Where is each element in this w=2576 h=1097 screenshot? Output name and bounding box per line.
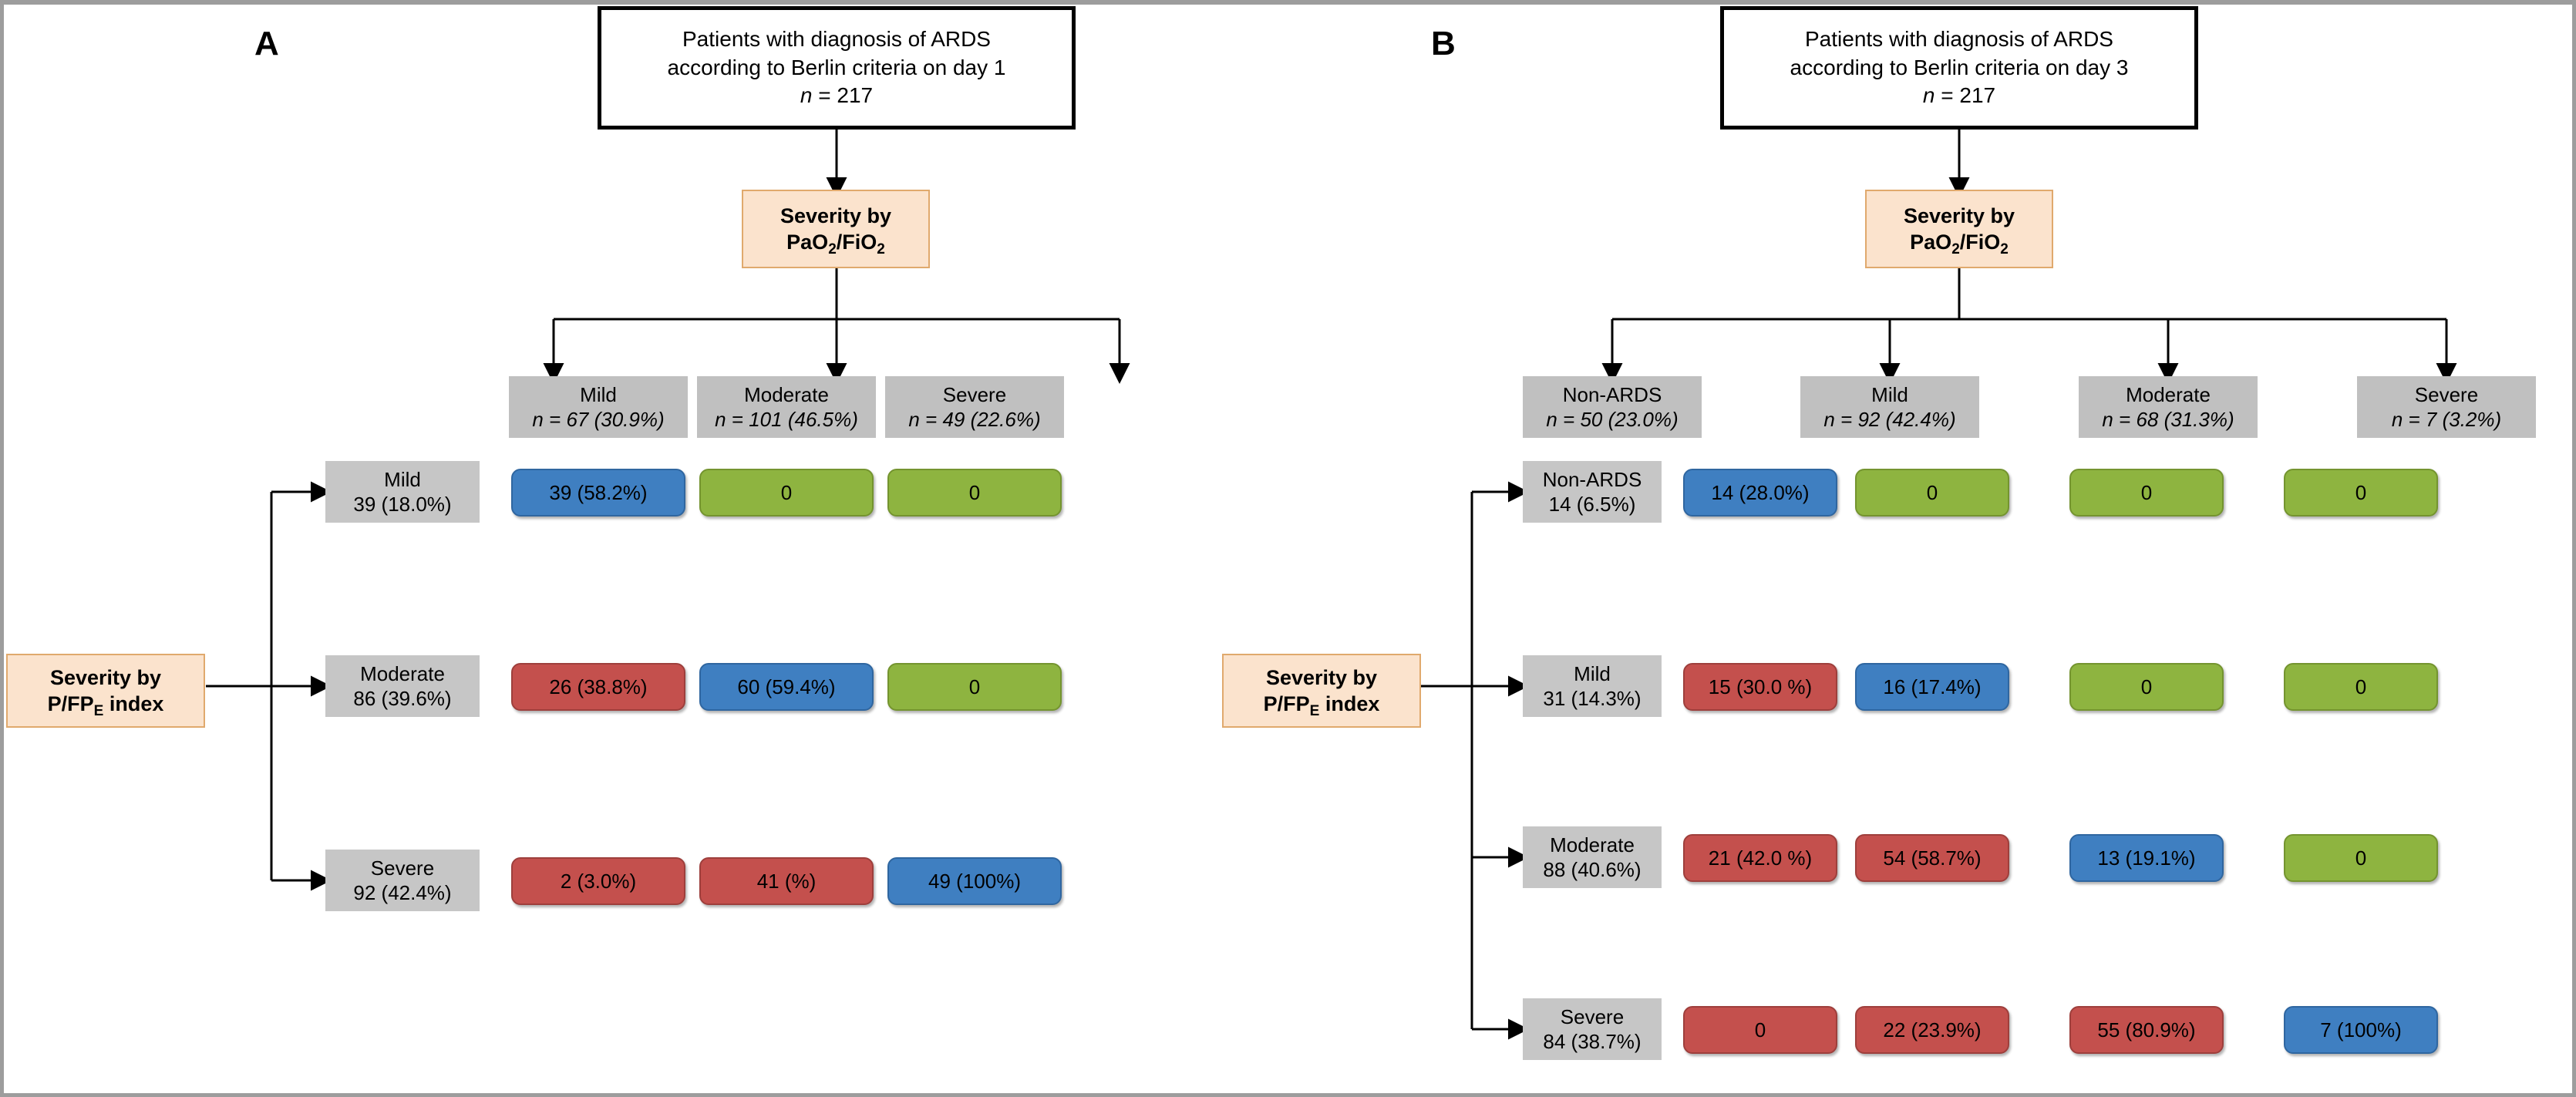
panel-b-cell-1-2[interactable]: 0 [2069, 663, 2224, 711]
panel-a-col2-n: n = 49 (22.6%) [908, 408, 1041, 431]
panel-a-severity-pfpe-box: Severity by P/FPE index [6, 654, 205, 728]
panel-a-cell-1-1[interactable]: 60 (59.4%) [699, 663, 874, 711]
panel-b-row2-name: Moderate [1550, 833, 1635, 856]
right-rule [2572, 0, 2576, 1097]
panel-b-column-header-2: Moderate n = 68 (31.3%) [2079, 376, 2258, 438]
panel-b-top-n: n = 217 [1922, 83, 1996, 108]
panel-a-row2-name: Severe [370, 856, 435, 880]
panel-a-cell-0-0[interactable]: 39 (58.2%) [511, 469, 685, 517]
panel-a-severity-pfpe-line1: Severity by [49, 665, 162, 689]
panel-b-top-box: Patients with diagnosis of ARDS accordin… [1720, 6, 2198, 130]
panel-b-cell-0-0[interactable]: 14 (28.0%) [1683, 469, 1837, 517]
panel-b-cell-0-3[interactable]: 0 [2284, 469, 2438, 517]
panel-a-connectors [206, 130, 1130, 891]
panel-a: A Patients with diagnosis of ARDS accord… [6, 6, 1130, 911]
panel-b-severity-pfpe-line1: Severity by [1265, 665, 1378, 689]
panel-a-row1-n: 86 (39.6%) [353, 687, 452, 710]
panel-a-top-box: Patients with diagnosis of ARDS accordin… [598, 6, 1076, 130]
panel-b-cell-1-1[interactable]: 16 (17.4%) [1855, 663, 2009, 711]
panel-b-col1-name: Mild [1871, 382, 1908, 406]
panel-a-cell-2-1[interactable]: 41 (%) [699, 857, 874, 905]
panel-b-cell-1-0[interactable]: 15 (30.0 %) [1683, 663, 1837, 711]
bottom-rule [0, 1093, 2576, 1097]
panel-b-column-header-0: Non-ARDS n = 50 (23.0%) [1523, 376, 1702, 438]
panel-b-cell-3-0[interactable]: 0 [1683, 1006, 1837, 1054]
panel-b-top-line2: according to Berlin criteria on day 3 [1790, 55, 2129, 79]
panel-b-column-header-1: Mild n = 92 (42.4%) [1800, 376, 1979, 438]
panel-b-severity-pfpe-box: Severity by P/FPE index [1222, 654, 1421, 728]
top-rule [0, 0, 2576, 5]
panel-a-top-n: n = 217 [800, 83, 874, 108]
panel-b-cell-3-1[interactable]: 22 (23.9%) [1855, 1006, 2009, 1054]
panel-a-cell-0-1[interactable]: 0 [699, 469, 874, 517]
panel-b-severity-pf-line2: PaO2/FiO2 [1910, 231, 2009, 257]
left-rule [0, 0, 4, 1097]
panel-b-col0-n: n = 50 (23.0%) [1546, 408, 1679, 431]
panel-b-severity-pfpe-line2: P/FPE index [1263, 692, 1380, 719]
panel-a-top-line1: Patients with diagnosis of ARDS [682, 26, 991, 51]
panel-b-row0-name: Non-ARDS [1542, 467, 1642, 491]
panel-b-col2-name: Moderate [2126, 382, 2211, 406]
panel-b-row-label-1: Mild 31 (14.3%) [1523, 655, 1662, 717]
panel-a-row-label-1: Moderate 86 (39.6%) [325, 655, 480, 717]
panel-a-letter: A [254, 25, 279, 62]
panel-b-letter: B [1431, 25, 1456, 62]
panel-a-col2-name: Severe [942, 382, 1007, 406]
panel-b-col0-name: Non-ARDS [1562, 382, 1662, 406]
panel-b-row-label-3: Severe 84 (38.7%) [1523, 998, 1662, 1060]
panel-b-cell-3-2[interactable]: 55 (80.9%) [2069, 1006, 2224, 1054]
panel-a-severity-pf-line1: Severity by [780, 204, 892, 227]
panel-b-cell-3-3[interactable]: 7 (100%) [2284, 1006, 2438, 1054]
panel-a-row-label-0: Mild 39 (18.0%) [325, 461, 480, 523]
panel-a-col0-n: n = 67 (30.9%) [532, 408, 665, 431]
panel-a-severity-pfpe-line2: P/FPE index [47, 692, 164, 719]
panel-a-severity-pf-line2: PaO2/FiO2 [786, 231, 885, 257]
panel-a-column-header-0: Mild n = 67 (30.9%) [509, 376, 688, 438]
panel-a-row0-n: 39 (18.0%) [353, 493, 452, 516]
panel-a-cell-2-0[interactable]: 2 (3.0%) [511, 857, 685, 905]
panel-a-col1-name: Moderate [744, 382, 829, 406]
panel-a-cell-1-2[interactable]: 0 [887, 663, 1062, 711]
panel-b-severity-pf-line1: Severity by [1903, 204, 2015, 227]
panel-b-row-label-2: Moderate 88 (40.6%) [1523, 826, 1662, 888]
panel-b-cell-2-0[interactable]: 21 (42.0 %) [1683, 834, 1837, 882]
panel-b-cell-2-3[interactable]: 0 [2284, 834, 2438, 882]
panel-b-row-label-0: Non-ARDS 14 (6.5%) [1523, 461, 1662, 523]
panel-a-row0-name: Mild [384, 467, 421, 491]
panel-b-row3-n: 84 (38.7%) [1543, 1030, 1642, 1053]
panel-a-row1-name: Moderate [360, 661, 445, 685]
panel-a-cell-1-0[interactable]: 26 (38.8%) [511, 663, 685, 711]
panel-b-column-header-3: Severe n = 7 (3.2%) [2357, 376, 2536, 438]
panel-a-top-line2: according to Berlin criteria on day 1 [667, 55, 1006, 79]
panel-b-top-line1: Patients with diagnosis of ARDS [1805, 26, 2113, 51]
panel-b-cell-0-1[interactable]: 0 [1855, 469, 2009, 517]
panel-a-column-header-1: Moderate n = 101 (46.5%) [697, 376, 876, 438]
panel-b-row1-name: Mild [1574, 661, 1611, 685]
panel-a-col1-n: n = 101 (46.5%) [715, 408, 858, 431]
panel-a-severity-pf-box: Severity by PaO2/FiO2 [742, 190, 930, 268]
panel-b-col3-n: n = 7 (3.2%) [2391, 408, 2502, 431]
panel-b-severity-pf-box: Severity by PaO2/FiO2 [1865, 190, 2053, 268]
panel-b-cell-1-3[interactable]: 0 [2284, 663, 2438, 711]
panel-b-connectors [1421, 130, 2457, 1040]
panel-b-cell-2-2[interactable]: 13 (19.1%) [2069, 834, 2224, 882]
panel-a-cell-0-2[interactable]: 0 [887, 469, 1062, 517]
panel-a-row-label-2: Severe 92 (42.4%) [325, 850, 480, 911]
panel-b-col3-name: Severe [2414, 382, 2479, 406]
panel-b-row0-n: 14 (6.5%) [1548, 493, 1636, 516]
panel-a-col0-name: Mild [580, 382, 617, 406]
panel-b-col2-n: n = 68 (31.3%) [2102, 408, 2234, 431]
panel-b-cell-2-1[interactable]: 54 (58.7%) [1855, 834, 2009, 882]
panel-b-cell-0-2[interactable]: 0 [2069, 469, 2224, 517]
panel-a-cell-2-2[interactable]: 49 (100%) [887, 857, 1062, 905]
panel-b-row1-n: 31 (14.3%) [1543, 687, 1642, 710]
panel-b-row2-n: 88 (40.6%) [1543, 858, 1642, 881]
panel-a-row2-n: 92 (42.4%) [353, 881, 452, 904]
panel-b-row3-name: Severe [1560, 1004, 1625, 1028]
panel-b-col1-n: n = 92 (42.4%) [1823, 408, 1956, 431]
panel-a-column-header-2: Severe n = 49 (22.6%) [885, 376, 1064, 438]
panel-b: B Patients with diagnosis of ARDS accord… [1222, 0, 2576, 1097]
